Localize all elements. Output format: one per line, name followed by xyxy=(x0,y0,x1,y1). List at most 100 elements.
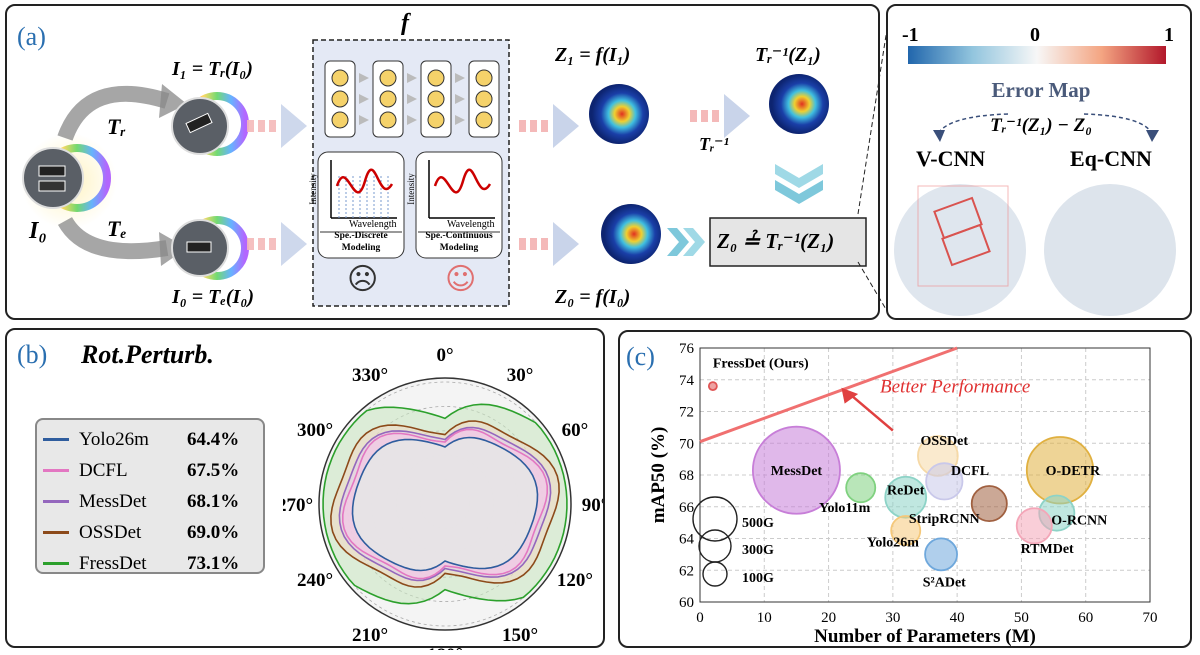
bubble-rtmdet xyxy=(1015,507,1053,545)
angle-label: 150° xyxy=(502,625,538,646)
bubble-label: OSSDet xyxy=(921,434,969,449)
size-legend-label: 300G xyxy=(742,543,774,558)
angle-label: 300° xyxy=(297,420,333,441)
legend-name: Yolo26m xyxy=(79,428,149,450)
vcnn-label: V-CNN xyxy=(916,146,986,171)
y-tick-label: 72 xyxy=(679,405,694,421)
y-tick-label: 64 xyxy=(679,532,695,548)
y-tick-label: 70 xyxy=(679,436,694,452)
panel-a: (a) xyxy=(5,4,880,320)
y-tick-label: 60 xyxy=(679,595,694,611)
i0-equation: I₀ = Tₑ(I₀) xyxy=(172,286,254,308)
size-legend-circle xyxy=(702,561,728,587)
intensity-label-1: Intensity xyxy=(307,173,318,205)
panel-a-label: (a) xyxy=(17,22,46,51)
x-axis-label: Number of Parameters (M) xyxy=(814,626,1036,647)
angle-label: 240° xyxy=(297,570,333,591)
angle-label: 60° xyxy=(562,420,589,441)
colorbar-max: 1 xyxy=(1164,24,1174,46)
legend-swatch xyxy=(43,469,69,472)
intensity-label-2: Intensity xyxy=(405,173,416,205)
tr-inv: Tᵣ⁻¹ xyxy=(699,134,729,154)
bubble-s-adet xyxy=(924,537,958,572)
z1-equation: Z₁ = f(I₁) xyxy=(555,44,631,66)
angle-label: 0° xyxy=(436,345,453,366)
bubble-label: RTMDet xyxy=(1021,542,1074,557)
polar-chart: 0°30°60°90°120°150°180°210°240°270°300°3… xyxy=(283,345,603,650)
wavelength-label-2: Wavelength xyxy=(447,219,495,230)
bubble-dcfl xyxy=(925,462,964,501)
error-formula: Tᵣ⁻¹(Z₁) − Z₀ xyxy=(990,115,1092,136)
panel-b-title: Rot.Perturb. xyxy=(81,340,214,369)
angle-label: 330° xyxy=(352,365,388,386)
bubble-label: O-RCNN xyxy=(1051,513,1107,528)
legend-swatch xyxy=(43,500,69,503)
legend-item: DCFL 67.5% xyxy=(37,455,263,486)
panel-error-map: -1 0 1 Error Map Tᵣ⁻¹(Z₁) − Z₀ V-CNN Eq-… xyxy=(886,4,1192,320)
legend-value: 67.5% xyxy=(187,459,240,481)
bubble-label: Yolo11m xyxy=(819,501,871,516)
x-tick-label: 50 xyxy=(1014,610,1029,626)
bubble-striprcnn xyxy=(970,485,1008,523)
z0-equation: Z₀ = f(I₀) xyxy=(555,286,631,308)
bubble-label: MessDet xyxy=(771,464,823,479)
bubble-label: S²ADet xyxy=(923,575,966,590)
colorbar-mid: 0 xyxy=(1030,24,1040,46)
performance-line xyxy=(699,346,958,444)
legend-swatch xyxy=(43,562,69,565)
size-legend-circle xyxy=(692,496,738,542)
compare-formula: Z₀ ≟ Tᵣ⁻¹(Z₁) xyxy=(717,229,835,253)
performance-arrow xyxy=(847,391,894,432)
y-tick-label: 66 xyxy=(679,500,695,516)
size-legend-label: 100G xyxy=(742,571,774,586)
bubble-yolo11m xyxy=(845,472,877,504)
legend-value: 69.0% xyxy=(187,521,240,543)
size-legend-circle xyxy=(698,529,732,563)
bubble-label: O-DETR xyxy=(1046,464,1101,479)
i1-equation: I₁ = Tᵣ(I₀) xyxy=(172,58,253,80)
bubble-messdet xyxy=(751,425,841,515)
performance-arrowhead xyxy=(841,387,859,404)
bubble-label: StripRCNN xyxy=(909,512,980,527)
continuous-label: Spe.-Continuous Modeling xyxy=(425,231,493,253)
panel-a-diagram xyxy=(21,39,867,307)
legend-value: 68.1% xyxy=(187,490,240,512)
sad-face-icon: ☹ xyxy=(347,262,379,297)
x-tick-label: 10 xyxy=(757,610,772,626)
bubble-label: Yolo26m xyxy=(867,536,919,551)
bubble-label: ReDet xyxy=(887,483,925,498)
x-tick-label: 0 xyxy=(696,610,704,626)
x-tick-label: 40 xyxy=(950,610,965,626)
y-tick-label: 62 xyxy=(679,563,694,579)
series-yolo26m xyxy=(351,436,539,572)
legend-name: DCFL xyxy=(79,459,128,481)
annotation-better-performance: Better Performance xyxy=(880,376,1030,397)
bubble-yolo26m xyxy=(890,515,922,547)
y-axis-label: mAP50 (%) xyxy=(648,427,669,524)
y-tick-label: 76 xyxy=(679,341,695,357)
panel-c-label: (c) xyxy=(626,342,655,371)
bubble-fressdet-ours- xyxy=(707,381,718,391)
te-label: Tₑ xyxy=(107,216,127,241)
colorbar-min: -1 xyxy=(902,24,919,46)
y-tick-label: 68 xyxy=(679,468,694,484)
tr-inv-z1: Tᵣ⁻¹(Z₁) xyxy=(755,44,821,66)
bubble-label: FressDet (Ours) xyxy=(713,356,809,371)
legend-value: 73.1% xyxy=(187,552,240,574)
error-map-title: Error Map xyxy=(991,78,1091,102)
plot-frame xyxy=(699,347,1151,603)
wavelength-label-1: Wavelength xyxy=(349,219,397,230)
network-columns xyxy=(324,60,500,138)
x-tick-label: 70 xyxy=(1143,610,1158,626)
x-tick-label: 30 xyxy=(885,610,900,626)
size-legend-label: 500G xyxy=(742,516,774,531)
angle-label: 270° xyxy=(283,495,313,516)
happy-face-icon: ☺ xyxy=(445,262,477,297)
discrete-label: Spe.-Discrete Modeling xyxy=(334,231,388,253)
